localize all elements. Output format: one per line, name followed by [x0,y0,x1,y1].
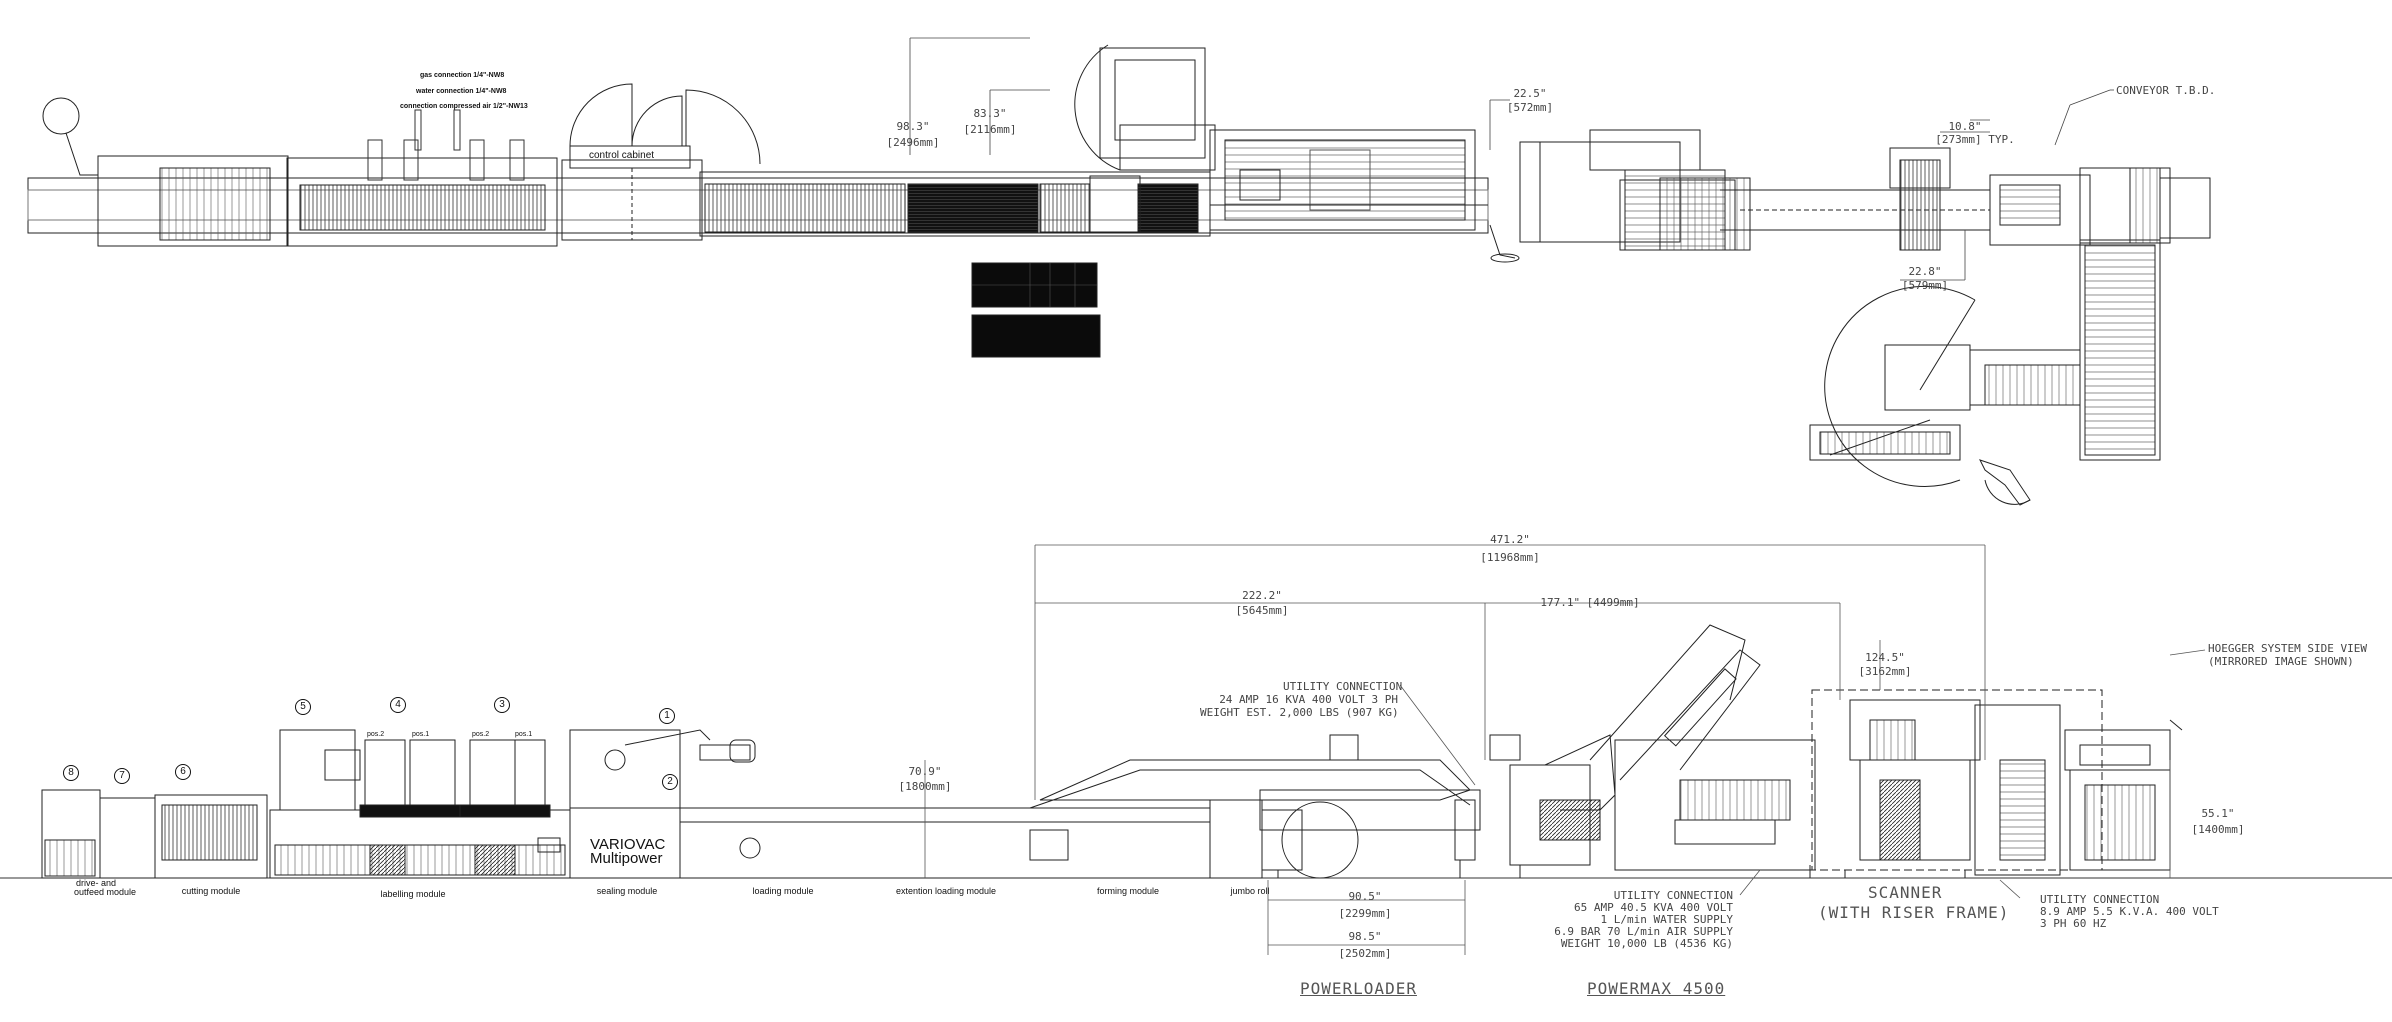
dim-98-5-mm: [2502mm] [1338,947,1392,960]
scanner-riser-title: (WITH RISER FRAME) [1818,903,2010,922]
dim-222-2-mm: [5645mm] [1235,604,1289,617]
dim-22-8: 22.8" [1908,265,1942,278]
dim-70-9-mm: [1800mm] [898,780,952,793]
side-view-elevation [0,544,2392,955]
dim-124-5-mm: [3162mm] [1858,665,1912,678]
multipower-brand: Multipower [590,850,663,867]
dim-177-1: 177.1" [4499mm] [1540,596,1640,609]
dim-124-5: 124.5" [1865,651,1905,664]
air-connection-label: connection compressed air 1/2"-NW13 [400,103,528,110]
dim-10-8: 10.8" [1948,120,1982,133]
dim-22-5: 22.5" [1513,87,1547,100]
utility2-line1: UTILITY CONNECTION [1613,889,1733,902]
item-number-6: 6 [175,764,191,780]
dim-471-2-mm: [11968mm] [1480,551,1540,564]
water-connection-label: water connection 1/4"-NW8 [416,88,507,95]
item-number-8: 8 [63,765,79,781]
conveyor-tbd-label: CONVEYOR T.B.D. [2116,84,2216,97]
scanner-title: SCANNER [1868,883,1943,902]
dim-90-5-mm: [2299mm] [1338,907,1392,920]
top-view-plan [27,37,2211,506]
dim-22-5-mm: [572mm] [1506,101,1554,114]
utility3-line2: 8.9 AMP 5.5 K.V.A. 400 VOLT [2040,905,2219,918]
dim-83-3: 83.3" [973,107,1007,120]
utility1-line2: 24 AMP 16 KVA 400 VOLT 3 PH [1219,693,1398,706]
pos-label: pos.2 [367,731,385,738]
gas-connection-label: gas connection 1/4"-NW8 [420,72,505,79]
item-number-3: 3 [494,697,510,713]
utility3-line3: 3 PH 60 HZ [2040,917,2107,930]
item-number-7: 7 [114,768,130,784]
item-number-2: 2 [662,774,678,790]
module-sealing: sealing module [596,886,658,896]
module-labelling: labelling module [380,889,446,899]
hoegger-line1: HOEGGER SYSTEM SIDE VIEW [2208,642,2367,655]
dim-55-1: 55.1" [2201,807,2235,820]
dim-83-3-mm: [2116mm] [963,123,1017,136]
dim-22-8-mm: [579mm] [1901,279,1949,292]
dim-55-1-mm: [1400mm] [2191,823,2245,836]
module-extention-loading: extention loading module [895,886,997,896]
powerloader-title: POWERLOADER [1300,979,1417,998]
dim-222-2: 222.2" [1242,589,1282,602]
module-drive-line1: drive- and [76,878,117,888]
module-drive-line2: outfeed module [74,887,137,897]
dim-98-3-mm: [2496mm] [886,136,940,149]
item-number-4: 4 [390,697,406,713]
module-forming: forming module [1096,886,1160,896]
pos-label: pos.2 [472,731,490,738]
hoegger-line2: (MIRRORED IMAGE SHOWN) [2208,655,2354,668]
item-number-5: 5 [295,699,311,715]
powermax-title: POWERMAX 4500 [1587,979,1726,998]
utility1-line3: WEIGHT EST. 2,000 LBS (907 KG) [1200,706,1399,719]
utility1-line1: UTILITY CONNECTION [1283,680,1403,693]
utility2-line5: WEIGHT 10,000 LB (4536 KG) [1560,937,1733,950]
item-number-1: 1 [659,708,675,724]
utility2-line3: 1 L/min WATER SUPPLY [1600,913,1733,926]
module-loading: loading module [752,886,814,896]
pos-label: pos.1 [515,731,533,738]
utility3-line1: UTILITY CONNECTION [2040,893,2160,906]
dim-471-2: 471.2" [1490,533,1530,546]
utility2-line4: 6.9 BAR 70 L/min AIR SUPPLY [1554,925,1733,938]
control-cabinet-label: control cabinet [589,150,655,161]
module-cutting: cutting module [181,886,241,896]
utility2-line2: 65 AMP 40.5 KVA 400 VOLT [1574,901,1733,914]
pos-label: pos.1 [412,731,430,738]
dim-98-5: 98.5" [1348,930,1382,943]
dim-90-5: 90.5" [1348,890,1382,903]
dim-70-9: 70.9" [908,765,942,778]
dim-98-3: 98.3" [896,120,930,133]
module-jumbo-roll: jumbo roll [1230,886,1270,896]
variovac-brand: VARIOVAC [590,836,666,853]
dim-10-8-mm: [273mm] TYP. [1935,133,2015,146]
